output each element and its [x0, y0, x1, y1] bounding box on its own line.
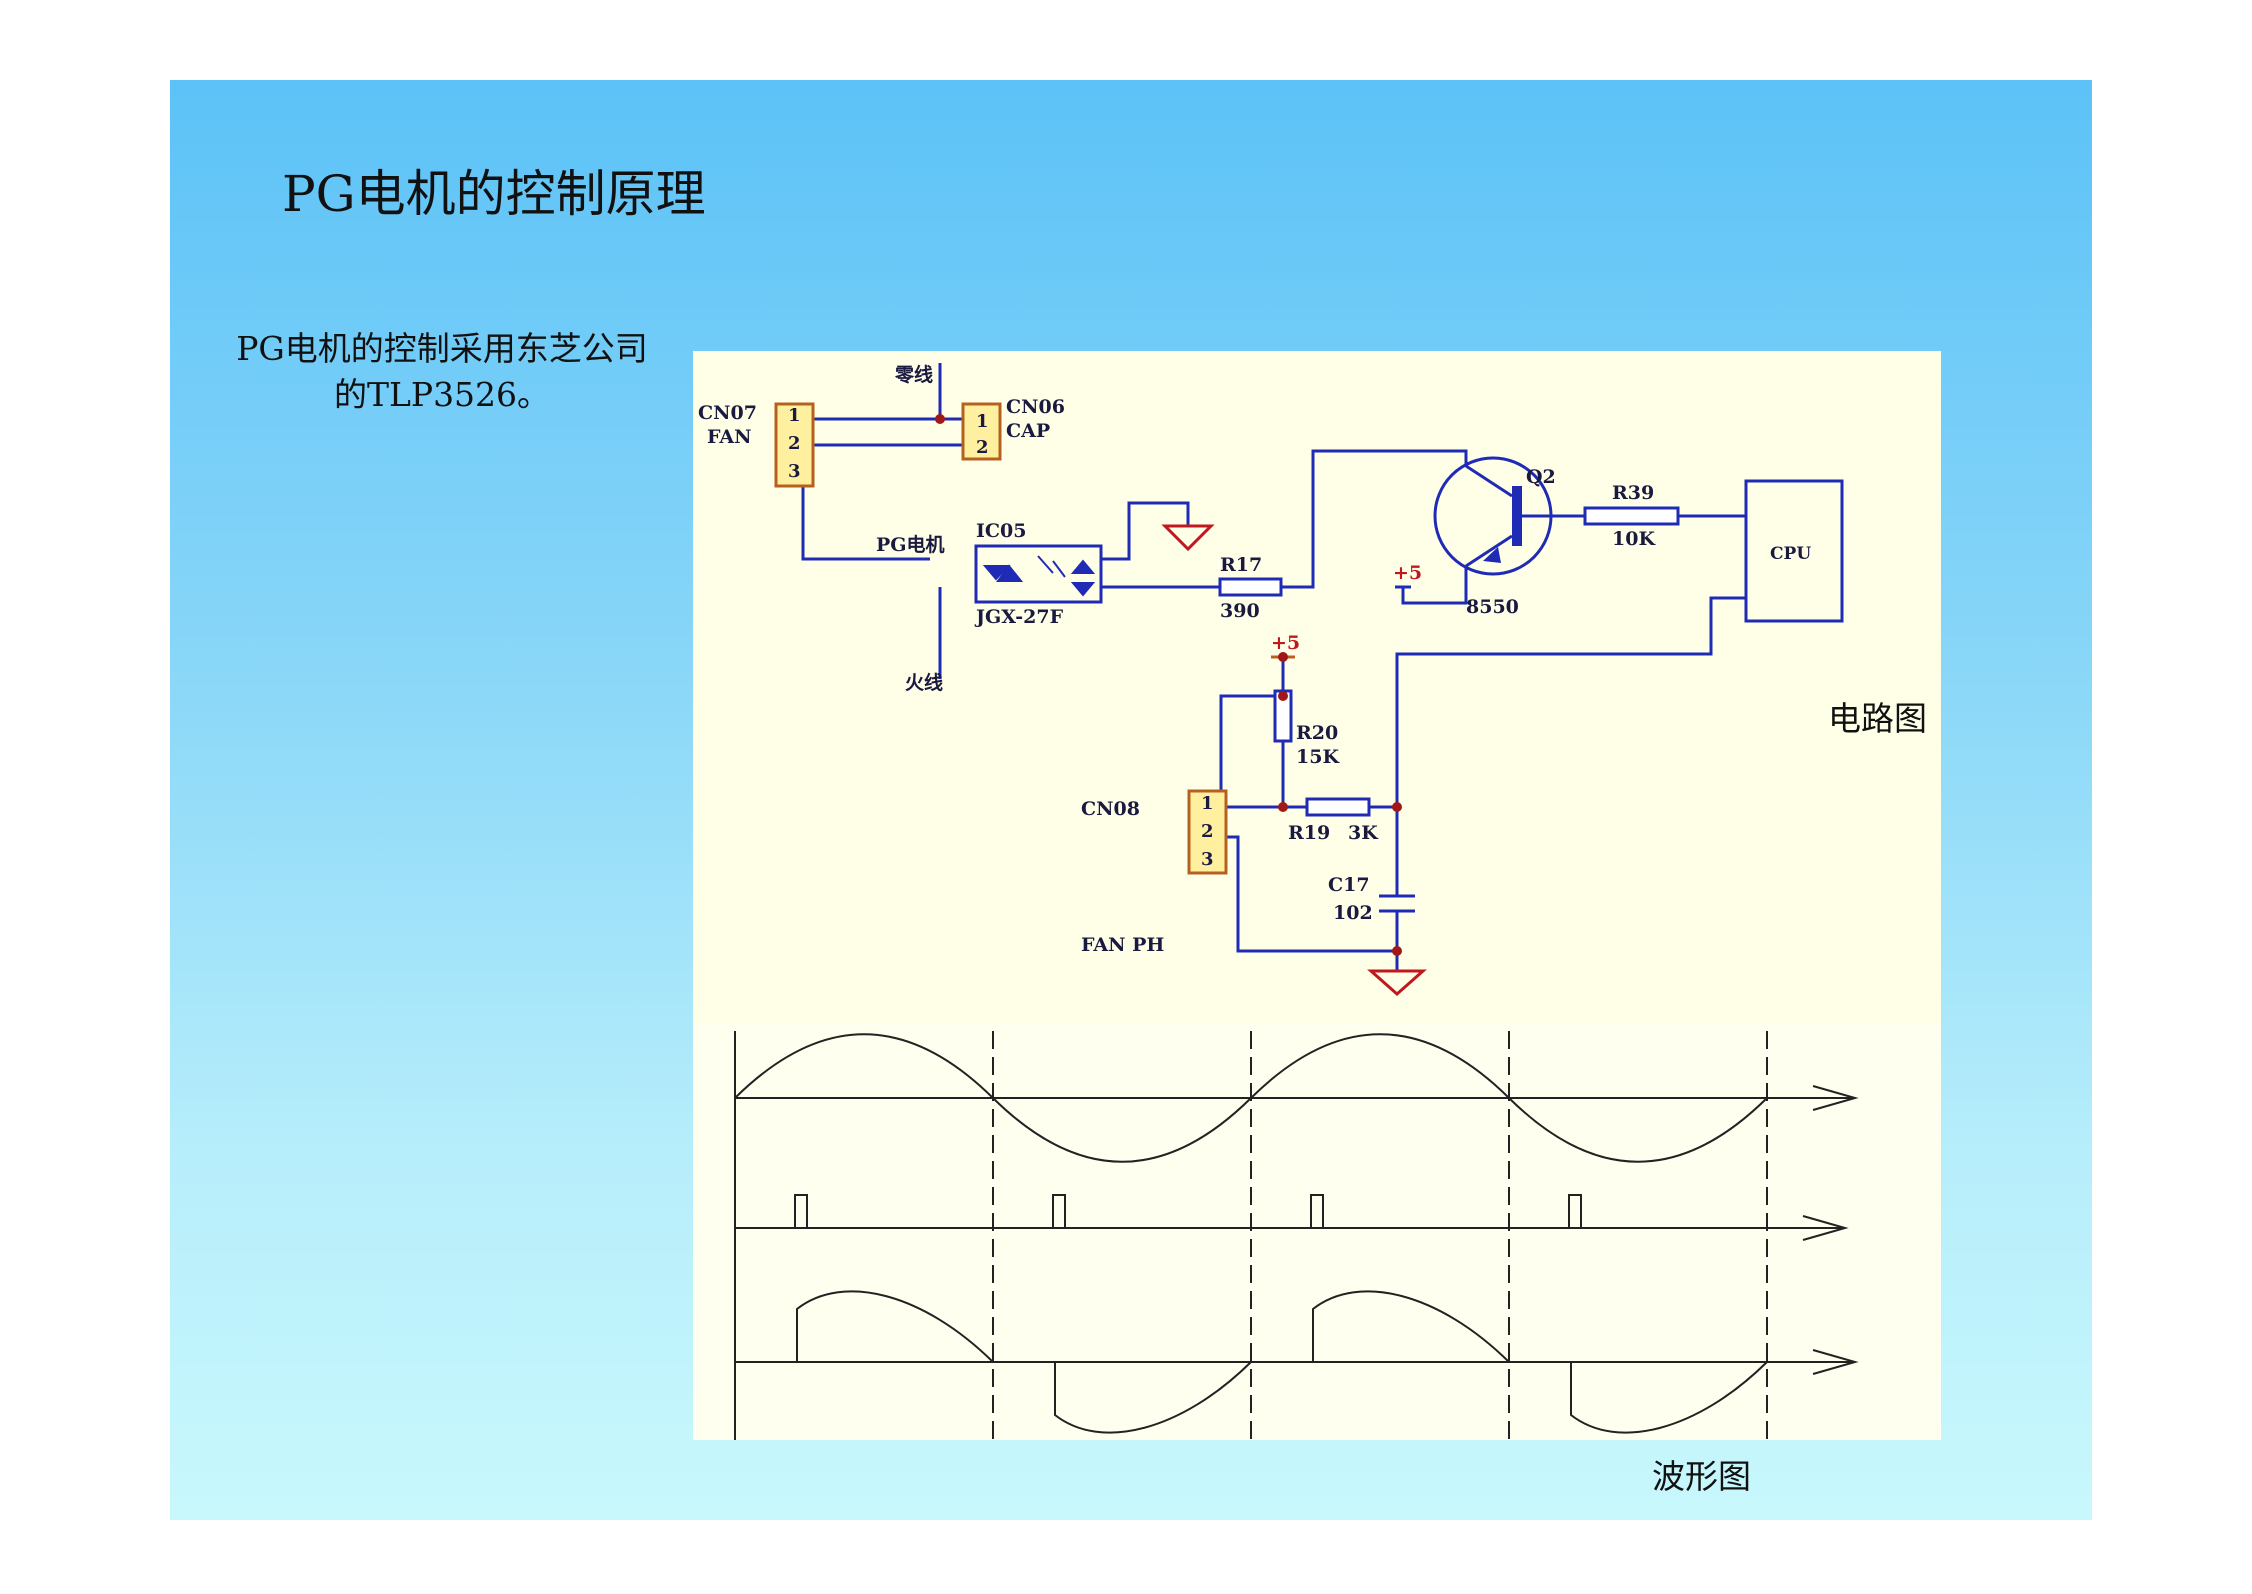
r39-body — [1583, 506, 1680, 526]
wire-cn08-3 — [1221, 835, 1397, 953]
wave-chopped-4 — [1570, 1361, 1768, 1434]
label-r20-val: 15K — [1296, 746, 1340, 768]
cn06-connector — [961, 402, 1002, 461]
ground-ic05 — [1161, 524, 1215, 552]
cpu-box — [1744, 479, 1844, 623]
label-plus5-b: +5 — [1271, 632, 1300, 654]
waveform-diagram — [693, 1023, 1941, 1440]
label-r17: R17 — [1220, 554, 1262, 576]
label-neutral: 零线 — [894, 363, 933, 386]
wave-pulse-4 — [1568, 1194, 1582, 1228]
cn07-connector — [774, 402, 815, 488]
r19-body — [1305, 797, 1371, 817]
wave-chopped-2 — [1054, 1361, 1252, 1434]
wave-axis-sine — [735, 1085, 1859, 1111]
q2-base-bar — [1512, 486, 1522, 546]
wave-pulse-1 — [794, 1194, 808, 1228]
cn07-pin1: 1 — [788, 405, 801, 426]
slide: PG电机的控制原理 PG电机的控制采用东芝公司的TLP3526。 — [170, 80, 2092, 1520]
cn08-pin2: 2 — [1201, 821, 1214, 842]
node-plus5 — [1278, 652, 1288, 662]
q2-emitter-arrow — [1483, 547, 1501, 563]
label-cn07-sub: FAN — [707, 426, 752, 448]
ic05-triac-b — [1070, 582, 1096, 597]
label-r19-val: 3K — [1348, 822, 1379, 844]
ground-c17 — [1367, 969, 1427, 997]
label-r39-val: 10K — [1612, 528, 1656, 550]
cn08-pin3: 3 — [1201, 849, 1214, 870]
q2-collector-lead — [1465, 464, 1513, 498]
label-live: 火线 — [905, 671, 943, 694]
label-r39: R39 — [1612, 482, 1654, 504]
c17-plates — [1379, 894, 1415, 913]
ic05-led-b — [996, 564, 1024, 582]
node-r19 — [1392, 802, 1402, 812]
node-neutral — [935, 414, 945, 424]
wave-axis-chopped — [735, 1349, 1859, 1375]
circuit-diagram: 零线 火线 PG电机 CN07 FAN CN06 CAP CN08 FAN PH… — [693, 351, 1941, 1023]
wave-pulse-2 — [1052, 1194, 1066, 1228]
node-r20-bottom — [1278, 802, 1288, 812]
node-ground — [1392, 946, 1402, 956]
label-cn08-sub: FAN PH — [1081, 934, 1164, 956]
node-r20-top — [1278, 691, 1288, 701]
label-cpu: CPU — [1770, 544, 1811, 564]
label-cn07: CN07 — [698, 402, 757, 424]
label-c17: C17 — [1328, 874, 1370, 896]
circuit-svg: 零线 火线 PG电机 CN07 FAN CN06 CAP CN08 FAN PH… — [698, 363, 1844, 997]
label-ic05: IC05 — [976, 520, 1026, 542]
cn06-pin2: 2 — [976, 437, 989, 458]
label-cn08: CN08 — [1081, 798, 1140, 820]
ic05-light-arrows — [1037, 555, 1066, 578]
wire-cpu-node — [1395, 596, 1746, 887]
slide-title: PG电机的控制原理 — [282, 165, 706, 223]
caption-circuit: 电路图 — [1828, 699, 1927, 738]
ic05-triac-a — [1070, 559, 1096, 574]
label-cn06: CN06 — [1006, 396, 1065, 418]
label-plus5-a: +5 — [1393, 562, 1422, 584]
waveform-svg — [734, 1031, 1859, 1440]
label-q2: Q2 — [1526, 466, 1556, 488]
wave-axis-pulse — [735, 1215, 1849, 1241]
label-pg-motor: PG电机 — [876, 533, 945, 556]
cn06-pin1: 1 — [976, 411, 989, 432]
wave-sine — [734, 1033, 1768, 1163]
r17-body — [1218, 577, 1283, 597]
label-r19: R19 — [1288, 822, 1330, 844]
label-q2-part: 8550 — [1466, 596, 1519, 618]
ic05-led-a — [982, 565, 1011, 581]
label-c17-val: 102 — [1333, 902, 1373, 924]
wave-chopped-3 — [1312, 1290, 1510, 1363]
wire-ic-ground — [1101, 501, 1190, 561]
cn07-pin3: 3 — [788, 461, 801, 482]
label-r20: R20 — [1296, 722, 1338, 744]
q2-emitter-lead — [1465, 534, 1513, 568]
label-ic05-part: JGX-27F — [974, 606, 1064, 628]
caption-waveform: 波形图 — [1652, 1457, 1751, 1496]
cn07-pin2: 2 — [788, 433, 801, 454]
wave-pulse-3 — [1310, 1194, 1324, 1228]
label-cn06-sub: CAP — [1006, 420, 1050, 442]
wire-r17-q2 — [1281, 449, 1468, 589]
wire-q2-plus5 — [1401, 566, 1468, 605]
wave-chopped-1 — [796, 1290, 994, 1363]
ic05-body — [974, 544, 1103, 604]
cn08-pin1: 1 — [1201, 793, 1214, 814]
cn08-connector — [1187, 789, 1228, 875]
slide-description: PG电机的控制采用东芝公司的TLP3526。 — [236, 329, 648, 414]
label-r17-val: 390 — [1220, 600, 1260, 622]
